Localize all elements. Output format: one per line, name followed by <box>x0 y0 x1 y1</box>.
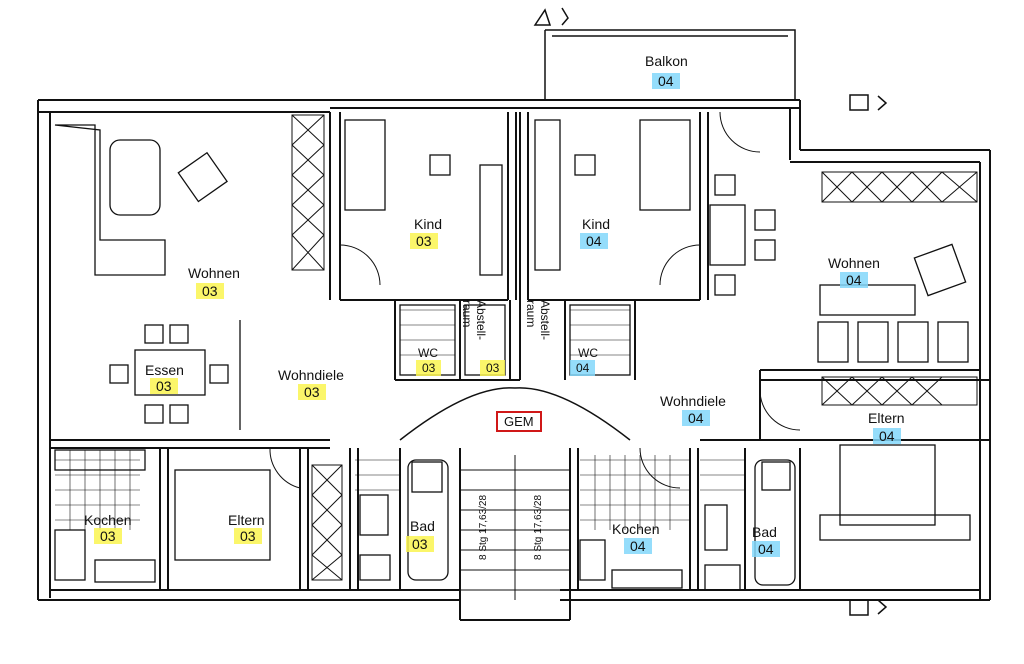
room-number-kind-03: 03 <box>410 233 438 249</box>
room-label-abstellraum-03: Abstell-raum <box>460 300 488 341</box>
room-number-eltern-03: 03 <box>234 528 262 544</box>
room-number-wohnen-03: 03 <box>196 283 224 299</box>
outer-wall <box>38 99 340 113</box>
room-label-wc-04: WC <box>578 346 598 360</box>
room-number-wohnen-04: 04 <box>840 272 868 288</box>
room-label-abstellraum-04: Abstell-raum <box>524 300 552 341</box>
room-number-essen-03: 03 <box>150 378 178 394</box>
room-label-eltern-04: Eltern <box>868 410 905 426</box>
room-number-wc-03: 03 <box>416 360 442 376</box>
room-number-kind-04: 04 <box>580 233 608 249</box>
room-label-balkon-04: Balkon <box>645 53 688 69</box>
room-number-wohndiele-04: 04 <box>682 410 710 426</box>
room-label-bad-04: Bad <box>752 524 777 540</box>
room-number-kochen-03: 03 <box>94 528 122 544</box>
room-label-essen-03: Essen <box>145 362 184 378</box>
room-label-wohnen-04: Wohnen <box>828 255 880 271</box>
room-label-wohndiele-04: Wohndiele <box>660 393 726 409</box>
common-area-gem-label: GEM <box>496 411 542 432</box>
room-number-abstellraum-03: 03 <box>480 360 506 376</box>
room-number-wc-04: 04 <box>570 360 596 376</box>
room-number-wohndiele-03: 03 <box>298 384 326 400</box>
room-label-kind-04: Kind <box>582 216 611 232</box>
room-label-eltern-03: Eltern <box>228 512 265 528</box>
room-label-kochen-04: Kochen <box>612 521 660 537</box>
room-number-bad-04: 04 <box>752 541 780 557</box>
room-number-bad-03: 03 <box>406 536 434 552</box>
room-number-eltern-04: 04 <box>873 428 901 444</box>
stair-label-right: 8 Stg 17,63/28 <box>533 494 544 560</box>
stair-label-left: 8 Stg 17,63/28 <box>478 494 489 560</box>
room-label-wohndiele-03: Wohndiele <box>278 367 344 383</box>
room-number-balkon-04: 04 <box>652 73 680 89</box>
room-label-kochen-03: Kochen <box>84 512 132 528</box>
room-label-bad-03: Bad <box>410 518 435 534</box>
room-label-wc-03: WC <box>418 346 438 360</box>
room-label-wohnen-03: Wohnen <box>188 265 240 281</box>
balcony <box>544 29 796 100</box>
room-label-kind-03: Kind <box>414 216 443 232</box>
room-number-kochen-04: 04 <box>624 538 652 554</box>
sofa <box>54 124 166 276</box>
stairwell <box>459 448 571 621</box>
